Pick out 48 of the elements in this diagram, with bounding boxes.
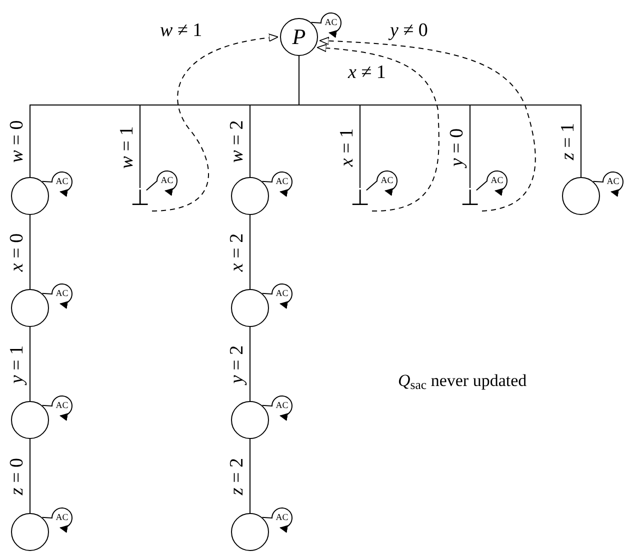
edge-label: AC [324,18,338,27]
edge-label: AC [606,177,620,186]
self-loop-arrow [262,283,292,309]
self-loop-arrow [310,12,342,38]
edge-label: x ≠ 1 [348,63,386,82]
edge-label: w ≠ 1 [160,21,202,40]
self-loop-arrow [476,170,508,196]
dashed-arrow [319,36,536,212]
edge-label: AC [380,176,394,185]
edge-label: AC [54,177,70,186]
edge-label: y ≠ 0 [390,21,428,40]
bottom-symbol: ⊥ [130,188,150,208]
edge-label: y = 2 [228,344,246,388]
edge-label: z = 2 [228,456,246,498]
edge-label: y = 1 [8,344,26,388]
edge-label: AC [490,176,504,185]
edge-label: AC [274,401,290,410]
dashed-arrow [316,44,440,212]
edge-label: AC [274,513,290,522]
self-loop-arrow [146,170,178,196]
dashed-arrow [152,34,278,212]
self-loop-arrow [592,171,624,197]
note-text: Q$_{sac}$ never updated [398,372,527,389]
self-loop-arrow [262,171,292,197]
self-loop-arrow [42,283,72,309]
edge-label: w = 2 [228,119,246,165]
edge-label: AC [54,401,70,410]
edge-label: x = 0 [8,232,26,274]
edge-label: z = 0 [8,456,26,498]
edge-label: AC [54,513,70,522]
edge-label: w = 1 [118,124,136,170]
edge-label: w = 0 [8,119,26,165]
self-loop-arrow [42,507,72,533]
edge-label: AC [274,177,290,186]
edge-label: AC [274,289,290,298]
edge-label: y = 0 [448,126,466,170]
self-loop-arrow [262,507,292,533]
edge-label: AC [160,176,174,185]
self-loop-arrow [262,395,292,421]
self-loop-arrow [42,395,72,421]
edge-label: z = 1 [558,122,578,162]
bottom-symbol: ⊥ [350,188,370,208]
edge-label: x = 1 [338,126,356,169]
edge-label: AC [54,289,70,298]
edge-label: x = 2 [228,232,246,274]
self-loop-arrow [42,171,72,197]
self-loop-arrow [366,170,398,196]
bottom-symbol: ⊥ [460,188,480,208]
